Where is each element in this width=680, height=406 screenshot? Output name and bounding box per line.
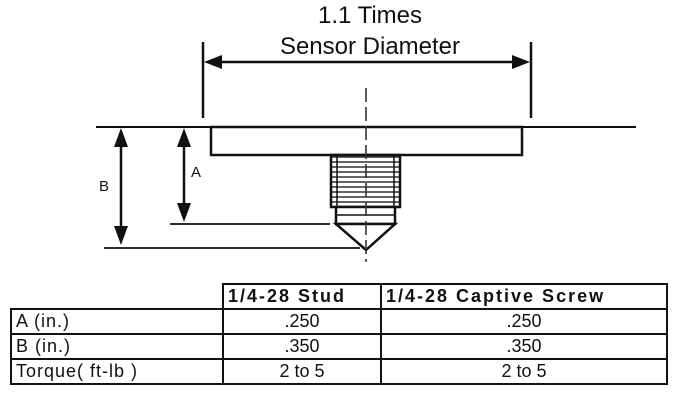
table-cell: .350 (222, 333, 382, 360)
table-corner-cell (11, 284, 224, 310)
table-header-row: 1/4-28 Stud 1/4-28 Captive Screw (11, 283, 668, 310)
diagram-title-line-1: 1.1 Times (317, 2, 423, 29)
table-cell: .350 (380, 333, 668, 360)
width-dimension (201, 42, 533, 118)
table-cell: .250 (380, 308, 668, 335)
dimension-label-a: A (191, 164, 202, 181)
a-dimension (170, 128, 330, 225)
table-cell: .250 (222, 308, 382, 335)
b-dimension (104, 128, 360, 249)
table-row: Torque( ft-lb ) 2 to 5 2 to 5 (10, 358, 668, 385)
row-label: Torque( ft-lb ) (10, 358, 224, 385)
column-header: 1/4-28 Captive Screw (380, 283, 668, 310)
table-row: A (in.) .250 .250 (10, 308, 668, 335)
mounting-diagram (96, 42, 636, 262)
table-cell: 2 to 5 (222, 358, 382, 385)
column-header: 1/4-28 Stud (222, 283, 382, 310)
row-label: A (in.) (10, 308, 224, 335)
diagram-title-line-2: Sensor Diameter (279, 33, 461, 60)
spec-table: 1/4-28 Stud 1/4-28 Captive Screw A (in.)… (10, 283, 668, 385)
row-label: B (in.) (10, 333, 224, 360)
dimension-label-b: B (99, 178, 110, 195)
table-row: B (in.) .350 .350 (10, 333, 668, 360)
stud-body (329, 153, 402, 209)
table-cell: 2 to 5 (380, 358, 668, 385)
